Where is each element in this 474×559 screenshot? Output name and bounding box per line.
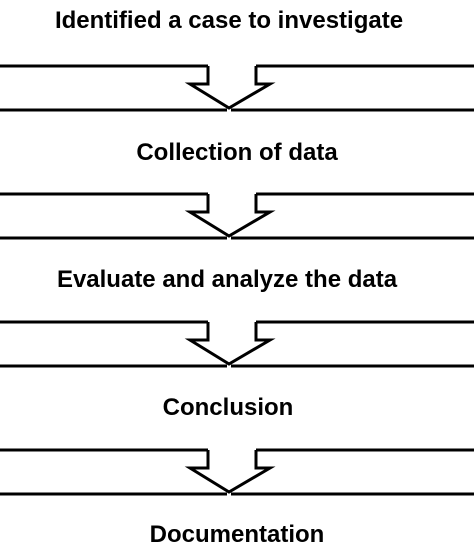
- arrow-down-icon: [184, 322, 276, 366]
- step-evaluate-analyze: Evaluate and analyze the data: [56, 266, 398, 293]
- down-arrow-connector: [0, 64, 474, 112]
- arrow-down-icon: [184, 194, 276, 238]
- step-identify-case: Identified a case to investigate: [54, 7, 404, 34]
- step-collect-data: Collection of data: [136, 139, 338, 166]
- arrow-down-icon: [184, 66, 276, 110]
- down-arrow-connector: [0, 320, 474, 368]
- down-arrow-connector: [0, 192, 474, 240]
- step-conclusion: Conclusion: [162, 394, 294, 421]
- arrow-down-icon: [184, 450, 276, 494]
- down-arrow-connector: [0, 448, 474, 496]
- step-documentation: Documentation: [149, 521, 325, 548]
